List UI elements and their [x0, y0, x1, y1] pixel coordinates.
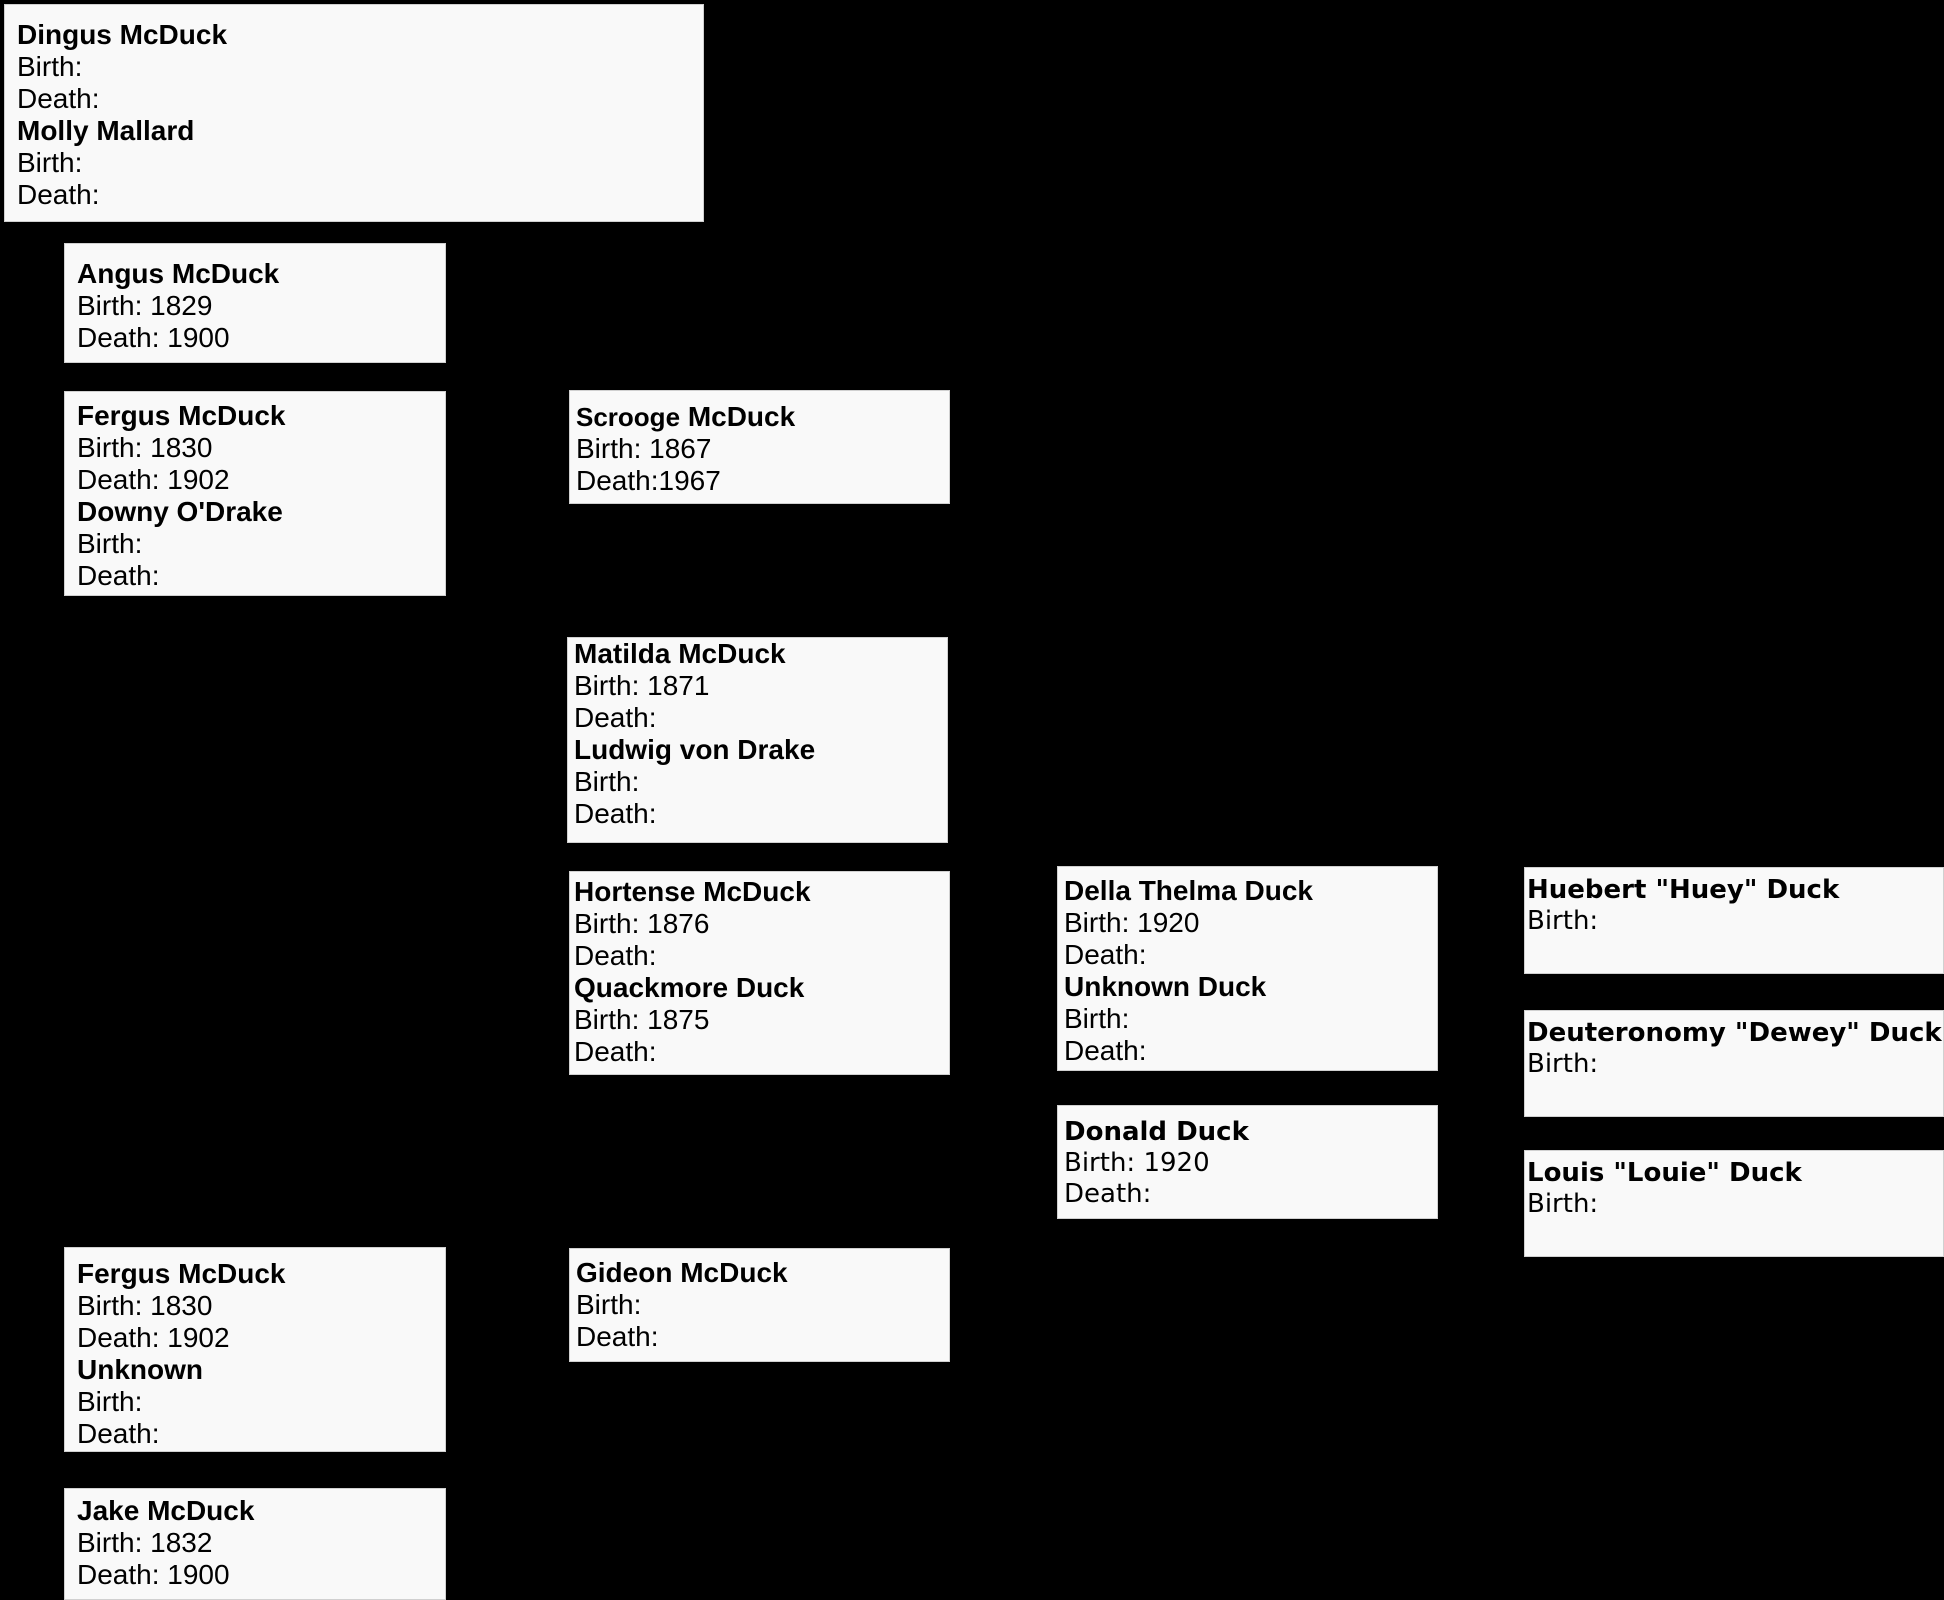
person-name: Dingus McDuck — [17, 19, 228, 50]
birth-field: Birth: 1867 — [576, 433, 712, 464]
birth-field: Birth: — [574, 766, 640, 797]
first-name: Scrooge — [576, 402, 681, 432]
death-field: Death: — [77, 1418, 160, 1449]
death-field: Death: — [574, 1036, 657, 1067]
birth-field: Birth: — [17, 51, 83, 82]
birth-field: Birth: — [77, 1386, 143, 1417]
person-box-gideon[interactable]: Gideon McDuck Birth: Death: — [569, 1248, 950, 1362]
person-box-scrooge[interactable]: Scrooge McDuck Birth: 1867 Death:1967 — [569, 390, 950, 504]
death-field: Death: 1900 — [77, 322, 230, 353]
death-field: Death: — [574, 798, 657, 829]
death-field: Death: — [574, 940, 657, 971]
spouse-name: Ludwig von Drake — [574, 734, 816, 765]
death-field: Death: — [1064, 1035, 1147, 1066]
person-box-fergus-unknown[interactable]: Fergus McDuck Birth: 1830 Death: 1902 Un… — [64, 1247, 446, 1452]
person-name: Fergus McDuck — [77, 400, 286, 431]
death-field: Death: 1902 — [77, 1322, 230, 1353]
birth-field: Birth: 1830 — [77, 1290, 213, 1321]
death-field: Death: — [576, 1321, 659, 1352]
spouse-name: Unknown — [77, 1354, 203, 1385]
death-field: Death: 1900 — [77, 1559, 230, 1590]
person-box-donald[interactable]: Donald Duck Birth: 1920 Death: — [1057, 1105, 1438, 1219]
birth-field: Birth: — [576, 1289, 642, 1320]
birth-field: Birth: — [1527, 906, 1599, 936]
spouse-name: Unknown Duck — [1064, 971, 1267, 1002]
person-name: Matilda McDuck — [574, 638, 786, 669]
death-field: Death: — [77, 560, 160, 591]
person-name: Huebert "Huey" Duck — [1527, 875, 1840, 905]
birth-field: Birth: 1871 — [574, 670, 710, 701]
person-name: Deuteronomy "Dewey" Duck — [1527, 1018, 1942, 1048]
spouse-name: Molly Mallard — [17, 115, 195, 146]
last-name: McDuck — [687, 401, 796, 432]
person-name: Della Thelma Duck — [1064, 875, 1313, 906]
birth-field: Birth: — [1527, 1049, 1599, 1079]
person-box-louie[interactable]: Louis "Louie" Duck Birth: — [1524, 1150, 1944, 1257]
person-name: Louis "Louie" Duck — [1527, 1158, 1802, 1188]
birth-field: Birth: 1920 — [1064, 907, 1200, 938]
spouse-name: Downy O'Drake — [77, 496, 283, 527]
spouse-name: Quackmore Duck — [574, 972, 805, 1003]
person-box-dewey[interactable]: Deuteronomy "Dewey" Duck Birth: — [1524, 1010, 1944, 1117]
death-field: Death: 1902 — [77, 464, 230, 495]
death-field: Death:1967 — [576, 465, 721, 496]
death-field: Death: — [574, 702, 657, 733]
person-box-angus[interactable]: Angus McDuck Birth: 1829 Death: 1900 — [64, 243, 446, 363]
person-name: Gideon McDuck — [576, 1257, 788, 1288]
birth-field: Birth: — [1527, 1189, 1599, 1219]
person-name: Hortense McDuck — [574, 876, 811, 907]
death-field: Death: — [1064, 1179, 1152, 1209]
person-box-fergus-downy[interactable]: Fergus McDuck Birth: 1830 Death: 1902 Do… — [64, 391, 446, 596]
person-box-dingus-molly[interactable]: Dingus McDuck Birth: Death: Molly Mallar… — [4, 4, 704, 222]
person-name: Angus McDuck — [77, 258, 280, 289]
person-box-della-unknown[interactable]: Della Thelma Duck Birth: 1920 Death: Unk… — [1057, 866, 1438, 1071]
person-box-jake[interactable]: Jake McDuck Birth: 1832 Death: 1900 — [64, 1488, 446, 1600]
birth-field: Birth: — [17, 147, 83, 178]
person-box-matilda-ludwig[interactable]: Matilda McDuck Birth: 1871 Death: Ludwig… — [567, 637, 948, 843]
person-box-huey[interactable]: Huebert "Huey" Duck Birth: — [1524, 867, 1944, 974]
birth-field: Birth: — [1064, 1003, 1130, 1034]
person-name: Scrooge McDuck — [576, 401, 937, 433]
birth-field: Birth: 1876 — [574, 908, 710, 939]
person-name: Jake McDuck — [77, 1495, 255, 1526]
birth-field: Birth: 1830 — [77, 432, 213, 463]
birth-field: Birth: — [77, 528, 143, 559]
birth-field: Birth: 1920 — [1064, 1148, 1210, 1178]
person-name: Fergus McDuck — [77, 1258, 286, 1289]
person-box-hortense-quackmore[interactable]: Hortense McDuck Birth: 1876 Death: Quack… — [569, 871, 950, 1075]
birth-field: Birth: 1829 — [77, 290, 213, 321]
death-field: Death: — [1064, 939, 1147, 970]
death-field: Death: — [17, 83, 100, 114]
birth-field: Birth: 1832 — [77, 1527, 213, 1558]
birth-field: Birth: 1875 — [574, 1004, 710, 1035]
person-name: Donald Duck — [1064, 1117, 1249, 1147]
death-field: Death: — [17, 179, 100, 210]
